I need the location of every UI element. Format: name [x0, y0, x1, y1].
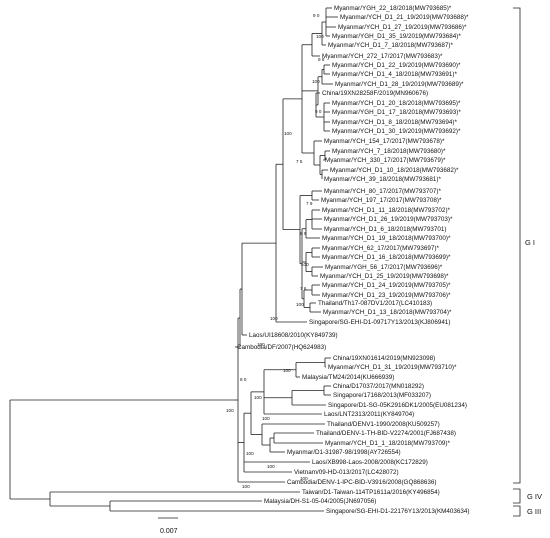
bootstrap-value: 100: [242, 484, 250, 489]
bootstrap-value: 100: [283, 368, 291, 373]
leaf-label: Cambodia/DF/2007(HQ624983): [237, 344, 326, 351]
leaf-labels: Myanmar/YGH_22_18/2018(MW793685)* Myanmar…: [237, 5, 470, 515]
leaf-label: Laos/XB998-Laos-2008/2008(KC172829): [312, 459, 428, 466]
leaf-label: Myanmar/YCH_D1_30_19/2019(MW793692)*: [332, 128, 461, 135]
leaf-label: Myanmar/YCH_D1_20_18/2018(MW793695)*: [332, 100, 461, 107]
leaf-label: Myanmar/YGH_D1_35_19/2019(MW793684)*: [332, 33, 461, 40]
leaf-label: Malaysia/TM24/2014(KU666939): [302, 374, 394, 381]
leaf-label: Laos/UI18608/2010(KY849739): [249, 332, 338, 339]
bootstrap-value: 7 9: [306, 201, 313, 206]
leaf-label: Myanmar/YCH_D1_22_19/2019(MW793690)*: [332, 62, 461, 69]
scale-bar: 0.007: [158, 517, 178, 535]
bootstrap-value: 100: [226, 408, 234, 413]
leaf-label: Myanmar/YCH_D1_25_19/2019(MW793698)*: [320, 273, 449, 280]
genotype-bracket-gi: G I: [513, 7, 535, 484]
bootstrap-value: 100: [296, 302, 304, 307]
bootstrap-value: 100: [301, 262, 309, 267]
leaf-label: Myanmar/YCH_D1_16_18/2018(MW793699)*: [322, 254, 451, 261]
leaf-label: Singapore/D1-SG-05K2916DK1/2005(EU081234…: [328, 402, 467, 409]
bootstrap-value: 7 5: [296, 159, 303, 164]
leaf-label: Myanmar/YCH_D1_1_18/2018(MW793709)*: [325, 440, 451, 447]
scale-bar-label: 0.007: [160, 528, 178, 535]
leaf-label: Myanmar/YGH_22_18/2018(MW793685)*: [334, 5, 452, 12]
leaf-label: Cambodia/DENV-1-IPC-BID-V3916/2008(GQ868…: [287, 479, 436, 486]
leaf-label: Myanmar/YCH_D1_11_18/2018(MW793702)*: [322, 207, 451, 214]
leaf-label: Taiwan/D1-Taiwan-114TP1611a/2016(KY49685…: [302, 489, 440, 496]
bootstrap-value: 100: [267, 464, 275, 469]
leaf-label: Myanmar/YCH_80_17/2017(MW793707)*: [324, 188, 441, 195]
genotype-label-giii: G III: [527, 507, 541, 516]
leaf-label: Myanmar/YCH_D1_7_18/2018(MW793687)*: [328, 42, 454, 49]
leaf-label: Myanmar/YCH_154_17/2017(MW793678)*: [324, 138, 445, 145]
leaf-label: Myanmar/YCH_D1_19_18/2018(MW793700)*: [322, 235, 451, 242]
bootstrap-value: 100: [270, 316, 278, 321]
bootstrap-value: 8 0: [240, 377, 247, 382]
tree-branches: [9, 7, 338, 512]
leaf-label: Myanmar/YGH_D1_17_18/2018(MW793693)*: [332, 109, 461, 116]
bootstrap-value: 100: [300, 476, 308, 481]
leaf-label: Myanmar/YCH_D1_21_19/2019(MW793688)*: [340, 14, 469, 21]
bootstrap-value: 9 0: [313, 13, 320, 18]
leaf-label: Myanmar/YCH_39_18/2018(MW793681)*: [324, 176, 441, 183]
genotype-bracket-giv: G IV: [513, 488, 542, 504]
leaf-label: Myanmar/YCH_D1_26_19/2019(MW793703)*: [324, 216, 453, 223]
leaf-label: Myanmar/YCH_D1_6_18/2018(MW793701): [324, 226, 447, 233]
leaf-label: Thailand/DENV-1-TH-BID-V2274/2001(FJ6874…: [316, 430, 456, 437]
bootstrap-value: 100: [254, 395, 262, 400]
leaf-label: China/19XN01614/2019(MN923098): [333, 355, 435, 362]
leaf-label: China/19XN28258F/2019(MN960676): [322, 90, 428, 97]
bootstrap-value: 100: [262, 416, 270, 421]
leaf-label: Myanmar/YCH_D1_28_19/2019(MW793689)*: [335, 81, 464, 88]
leaf-label: Myanmar/YCH_7_18/2018(MW793680)*: [332, 148, 446, 155]
bootstrap-value: 100: [257, 342, 265, 347]
leaf-label: Myanmar/YCH_D1_10_18/2018(MW793682)*: [330, 167, 459, 174]
leaf-label: Myanmar/YCH_D1_8_18/2018(MW793694)*: [332, 119, 458, 126]
genotype-label-giv: G IV: [527, 492, 542, 501]
leaf-label: Myanmar/YGH_56_17/2017(MW793696)*: [325, 264, 443, 271]
leaf-label: Laos/LNT2313/2011(KY849704): [324, 411, 414, 418]
bootstrap-value: 100: [284, 131, 292, 136]
leaf-label: Myanmar/YCH_62_17/2017(MW793697)*: [322, 245, 439, 252]
leaf-label: Myanmar/YCH_D1_23_19/2019(MW793706)*: [322, 292, 451, 299]
genotype-label-gi: G I: [525, 238, 535, 247]
leaf-label: Myanmar/D1-31987-98/1998(AY726554): [287, 449, 401, 456]
leaf-label: Singapore/SG-EHI-D1-09717Y13/2013(KJ8069…: [309, 319, 450, 326]
bootstrap-value: 100: [312, 79, 320, 84]
leaf-label: Myanmar/YCH_330_17/2017(MW793679)*: [325, 157, 446, 164]
bootstrap-values: 9 0 100 9 8 100 9 0 100 7 5 9 9 100 100 100 100 100 1…: [226, 13, 325, 489]
leaf-label: Singapore/SG-EHI-D1-22176Y13/2013(KM4036…: [326, 508, 470, 515]
leaf-label: Myanmar/YCH_D1_27_19/2019(MW793686)*: [338, 24, 467, 31]
leaf-label: Thailand/Th17-087DV1/2017(LC410183): [318, 300, 432, 307]
leaf-label: Thailand/DENV1-1990/2008(KU509257): [327, 421, 440, 428]
leaf-label: Myanmar/YCH_197_17/2017(MW793708)*: [321, 197, 442, 204]
leaf-label: China/D17037/2017(MN018292): [333, 383, 424, 390]
bootstrap-value: 9 0: [315, 109, 322, 114]
leaf-label: Malaysia/DH-S1-05-04/2005(JN697056): [264, 498, 376, 505]
leaf-label: Vietnam/09-HD-013/2017(LC428072): [294, 469, 399, 476]
leaf-label: Myanmar/YCH_D1_13_18/2018(MW793704)*: [323, 309, 452, 316]
bootstrap-value: 100: [246, 451, 254, 456]
leaf-label: Myanmar/YCH_D1_4_18/2018(MW793691)*: [332, 71, 458, 78]
leaf-label: Myanmar/YCH_D1_31_19/2019(MW793710)*: [328, 364, 457, 371]
bootstrap-value: 100: [316, 34, 324, 39]
genotype-bracket-giii: G III: [513, 505, 541, 517]
leaf-label: Myanmar/YCH_272_17/2017(MW793683)*: [322, 53, 443, 60]
bootstrap-value: 9 8: [318, 57, 325, 62]
leaf-label: Myanmar/YCH_D1_24_19/2019(MW793705)*: [322, 282, 451, 289]
bootstrap-value: 9 9: [300, 231, 307, 236]
leaf-label: Singapore/17168/2013(MF033207): [333, 392, 431, 399]
bootstrap-value: 7 6: [300, 286, 307, 291]
